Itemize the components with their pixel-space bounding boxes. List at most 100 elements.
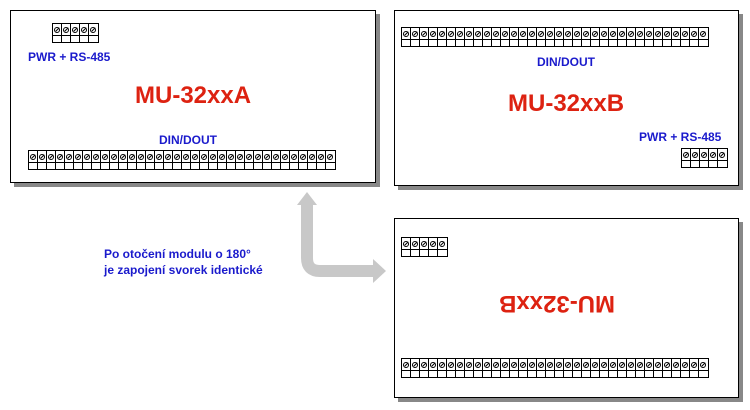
screw-icon (520, 31, 526, 37)
terminal-screw (429, 359, 438, 377)
note-line-1: Po otočení modulu o 180° (104, 247, 251, 261)
screw-icon (484, 31, 490, 37)
screw-icon (63, 27, 69, 33)
screw-icon (583, 31, 589, 37)
screw-icon (111, 154, 117, 160)
terminal-screw (89, 24, 98, 42)
terminal-screw (411, 28, 420, 46)
screw-icon (291, 154, 297, 160)
terminal-screw (402, 359, 411, 377)
screw-icon (484, 362, 490, 368)
terminal-screw (80, 24, 89, 42)
din-dout-label: DIN/DOUT (537, 55, 595, 69)
terminal-screw (47, 151, 56, 169)
terminal-screw (110, 151, 119, 169)
terminal-screw (672, 28, 681, 46)
module-title: MU-32xxB (508, 90, 625, 117)
terminal-screw (326, 151, 335, 169)
screw-icon (430, 362, 436, 368)
screw-icon (475, 362, 481, 368)
screw-icon (610, 31, 616, 37)
terminal-screw (74, 151, 83, 169)
screw-icon (466, 31, 472, 37)
terminal-screw (555, 28, 564, 46)
terminal-screw (582, 28, 591, 46)
screw-icon (592, 31, 598, 37)
terminal-screw (420, 359, 429, 377)
terminal-screw (236, 151, 245, 169)
screw-icon (39, 154, 45, 160)
terminal-screw (420, 28, 429, 46)
screw-icon (75, 154, 81, 160)
screw-icon (502, 31, 508, 37)
screw-icon (57, 154, 63, 160)
screw-icon (664, 31, 670, 37)
terminal-screw (65, 151, 74, 169)
terminal-screw (200, 151, 209, 169)
terminal-screw (663, 28, 672, 46)
terminal-screw (682, 149, 691, 167)
terminal-screw (700, 149, 709, 167)
screw-icon (228, 154, 234, 160)
screw-icon (493, 31, 499, 37)
rotation-note: Po otočení modulu o 180° je zapojení svo… (104, 246, 263, 278)
screw-icon (439, 241, 445, 247)
screw-icon (601, 362, 607, 368)
terminal-screw (627, 359, 636, 377)
terminal-screw (501, 359, 510, 377)
screw-icon (421, 31, 427, 37)
terminal-screw (672, 359, 681, 377)
screw-icon (538, 362, 544, 368)
pwr-terminal-block (681, 148, 728, 168)
screw-icon (601, 31, 607, 37)
terminal-screw (690, 359, 699, 377)
terminal-screw (209, 151, 218, 169)
screw-icon (102, 154, 108, 160)
terminal-screw (582, 359, 591, 377)
terminal-screw (53, 24, 62, 42)
terminal-screw (699, 359, 708, 377)
screw-icon (683, 152, 689, 158)
terminal-screw (564, 359, 573, 377)
screw-icon (327, 154, 333, 160)
terminal-screw (465, 28, 474, 46)
screw-icon (412, 362, 418, 368)
terminal-screw (636, 28, 645, 46)
screw-icon (529, 31, 535, 37)
screw-icon (655, 362, 661, 368)
screw-icon (147, 154, 153, 160)
screw-icon (129, 154, 135, 160)
terminal-screw (483, 28, 492, 46)
terminal-screw (618, 359, 627, 377)
terminal-screw (573, 359, 582, 377)
screw-icon (475, 31, 481, 37)
screw-icon (48, 154, 54, 160)
terminal-screw (119, 151, 128, 169)
screw-icon (547, 362, 553, 368)
terminal-screw (528, 28, 537, 46)
screw-icon (412, 31, 418, 37)
screw-icon (565, 31, 571, 37)
terminal-screw (681, 28, 690, 46)
screw-icon (201, 154, 207, 160)
terminal-screw (546, 359, 555, 377)
terminal-screw (546, 28, 555, 46)
screw-icon (237, 154, 243, 160)
screw-icon (700, 362, 706, 368)
screw-icon (691, 362, 697, 368)
screw-icon (439, 362, 445, 368)
terminal-screw (709, 149, 718, 167)
screw-icon (138, 154, 144, 160)
terminal-screw (71, 24, 80, 42)
screw-icon (719, 152, 725, 158)
screw-icon (673, 31, 679, 37)
terminal-screw (591, 28, 600, 46)
terminal-screw (290, 151, 299, 169)
screw-icon (637, 362, 643, 368)
terminal-screw (663, 359, 672, 377)
terminal-screw (456, 28, 465, 46)
terminal-screw (245, 151, 254, 169)
terminal-screw (29, 151, 38, 169)
screw-icon (646, 362, 652, 368)
terminal-screw (92, 151, 101, 169)
